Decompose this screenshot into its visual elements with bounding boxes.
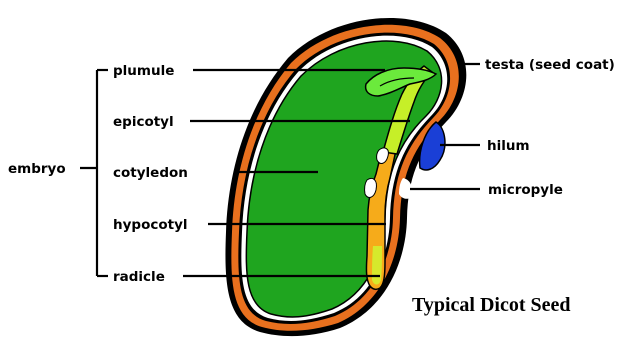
label-micropyle: micropyle [488,182,563,198]
label-plumule: plumule [113,63,174,79]
label-hilum: hilum [487,138,530,154]
radicle-tip [372,246,382,285]
label-epicotyl: epicotyl [113,114,174,130]
diagram-caption: Typical Dicot Seed [412,294,571,316]
label-testa: testa (seed coat) [485,57,615,73]
label-embryo: embryo [8,161,66,177]
cavity-lower [365,178,377,197]
label-hypocotyl: hypocotyl [113,217,188,233]
label-radicle: radicle [113,269,165,285]
label-cotyledon: cotyledon [113,165,188,181]
